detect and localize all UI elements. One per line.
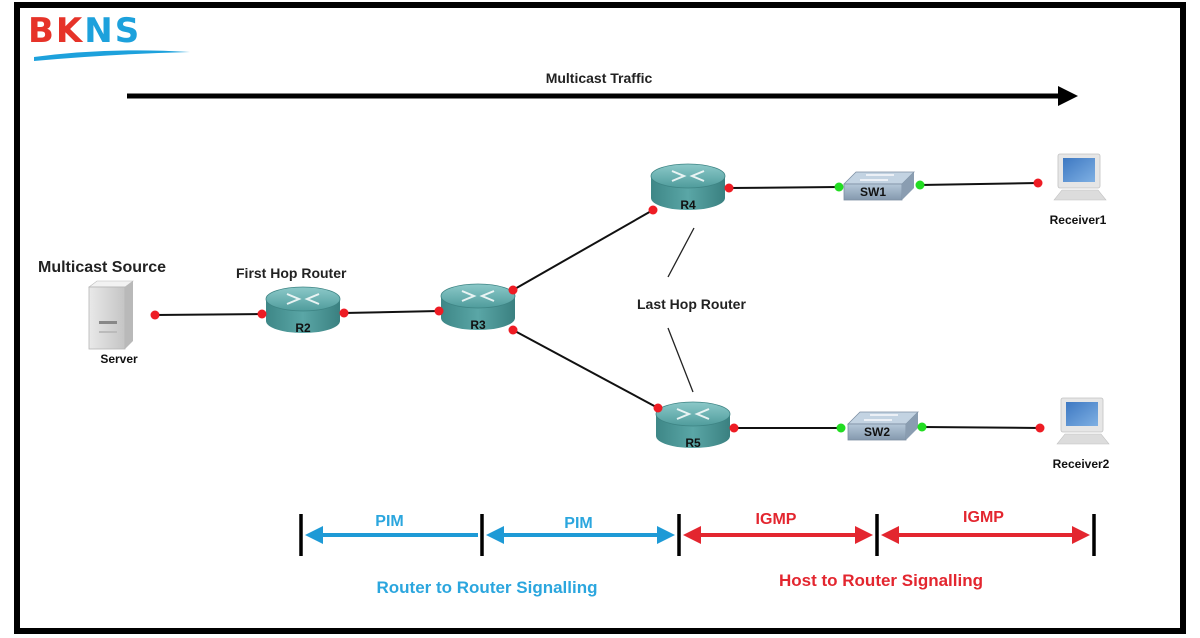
interface-dot-receiver2-down	[1035, 423, 1045, 433]
keyboard-icon	[1053, 189, 1107, 201]
interface-dot-r3-down	[508, 325, 518, 335]
multicast-traffic-label: Multicast Traffic	[546, 70, 653, 86]
interface-dots-layer	[150, 178, 1045, 433]
arrow-right-icon	[657, 526, 675, 544]
router-arrows-icon	[461, 290, 495, 302]
router-icon	[265, 286, 341, 312]
interface-dot-r5-down	[729, 423, 739, 433]
interface-dot-r2-down	[339, 308, 349, 318]
signalling-segment-pim: PIM	[305, 513, 478, 544]
protocol-label: PIM	[375, 513, 403, 530]
router-icon	[650, 163, 726, 189]
link-server-r2	[154, 313, 263, 316]
signalling-segment-igmp: IGMP	[683, 511, 873, 544]
screen	[1066, 402, 1098, 426]
switch-top	[847, 411, 919, 425]
link-r3-r5	[512, 329, 659, 409]
logo-text-bk: BK	[28, 11, 85, 51]
arrow-left-icon	[486, 526, 504, 544]
router-label: R2	[295, 321, 311, 335]
interface-dot-r4-down	[724, 183, 734, 193]
host-receiver2[interactable]: Receiver2	[1053, 397, 1110, 471]
host-label: Receiver2	[1053, 457, 1110, 471]
first-hop-router-label: First Hop Router	[236, 265, 347, 281]
host-receiver1[interactable]: Receiver1	[1050, 153, 1107, 227]
arrow-left-icon	[305, 526, 323, 544]
keyboard-icon	[1056, 433, 1110, 445]
protocol-label: PIM	[564, 515, 592, 532]
interface-dot-sw2-up	[836, 423, 846, 433]
switch-arrows-icon	[864, 414, 898, 421]
router-icon	[655, 401, 731, 427]
server-server[interactable]: Server	[88, 280, 138, 366]
logo-text-ns: NS	[84, 11, 142, 51]
link-r2-r3	[343, 310, 440, 314]
switch-top	[843, 171, 915, 185]
signalling-section: PIM PIM IGMP IGMP	[299, 509, 1096, 556]
signalling-segment-pim: PIM	[486, 515, 675, 544]
link-r3-r4	[512, 209, 654, 291]
server-label: Server	[100, 352, 138, 366]
interface-dot-sw2-up	[917, 422, 927, 432]
link-sw1-receiver1	[919, 182, 1039, 186]
arrow-right-icon	[855, 526, 873, 544]
router-arrows-icon	[676, 408, 710, 420]
signalling-segment-igmp: IGMP	[881, 509, 1090, 544]
switch-side	[906, 412, 918, 440]
switch-label: SW2	[864, 425, 890, 439]
router-to-router-label: Router to Router Signalling	[377, 578, 598, 597]
interface-dot-sw1-up	[915, 180, 925, 190]
router-r2[interactable]: R2	[265, 286, 341, 335]
last-hop-pointer-r4	[667, 227, 695, 278]
router-label: R5	[685, 436, 701, 450]
last-hop-pointer-r5	[667, 327, 694, 393]
router-r4[interactable]: R4	[650, 163, 726, 212]
interface-dot-receiver1-down	[1033, 178, 1043, 188]
screen	[1063, 158, 1095, 182]
arrow-left-icon	[881, 526, 899, 544]
protocol-label: IGMP	[756, 511, 797, 528]
router-r5[interactable]: R5	[655, 401, 731, 450]
switch-side	[902, 172, 914, 200]
links-layer	[154, 182, 1041, 429]
router-arrows-icon	[671, 170, 705, 182]
arrowhead-icon	[1058, 86, 1078, 106]
host-to-router-label: Host to Router Signalling	[779, 571, 983, 590]
router-icon	[440, 283, 516, 309]
interface-dot-r2-down	[257, 309, 267, 319]
router-label: R4	[680, 198, 696, 212]
switch-label: SW1	[860, 185, 886, 199]
last-hop-router-label: Last Hop Router	[637, 296, 746, 312]
server-icon	[88, 286, 126, 350]
interface-dot-r3-down	[508, 285, 518, 295]
interface-dot-r5-down	[653, 403, 663, 413]
interface-dot-server-down	[150, 310, 160, 320]
arrow-right-icon	[1072, 526, 1090, 544]
router-r3[interactable]: R3	[440, 283, 516, 332]
router-arrows-icon	[286, 293, 320, 305]
link-r4-sw1	[728, 186, 840, 189]
logo-swoosh	[34, 50, 190, 61]
multicast-source-label: Multicast Source	[38, 259, 166, 276]
diagram-frame	[14, 2, 1186, 634]
switch-arrows-icon	[860, 174, 894, 181]
interface-dot-sw1-up	[834, 182, 844, 192]
bkns-logo: BKNS	[28, 14, 141, 48]
router-label: R3	[470, 318, 486, 332]
arrow-left-icon	[683, 526, 701, 544]
switch-sw2[interactable]: SW2	[847, 411, 919, 441]
protocol-label: IGMP	[963, 509, 1004, 526]
link-sw2-receiver2	[921, 426, 1041, 429]
interface-dot-r3-down	[434, 306, 444, 316]
interface-dot-r4-down	[648, 205, 658, 215]
multicast-traffic-arrow	[127, 86, 1078, 106]
switch-sw1[interactable]: SW1	[843, 171, 915, 201]
host-label: Receiver1	[1050, 213, 1107, 227]
